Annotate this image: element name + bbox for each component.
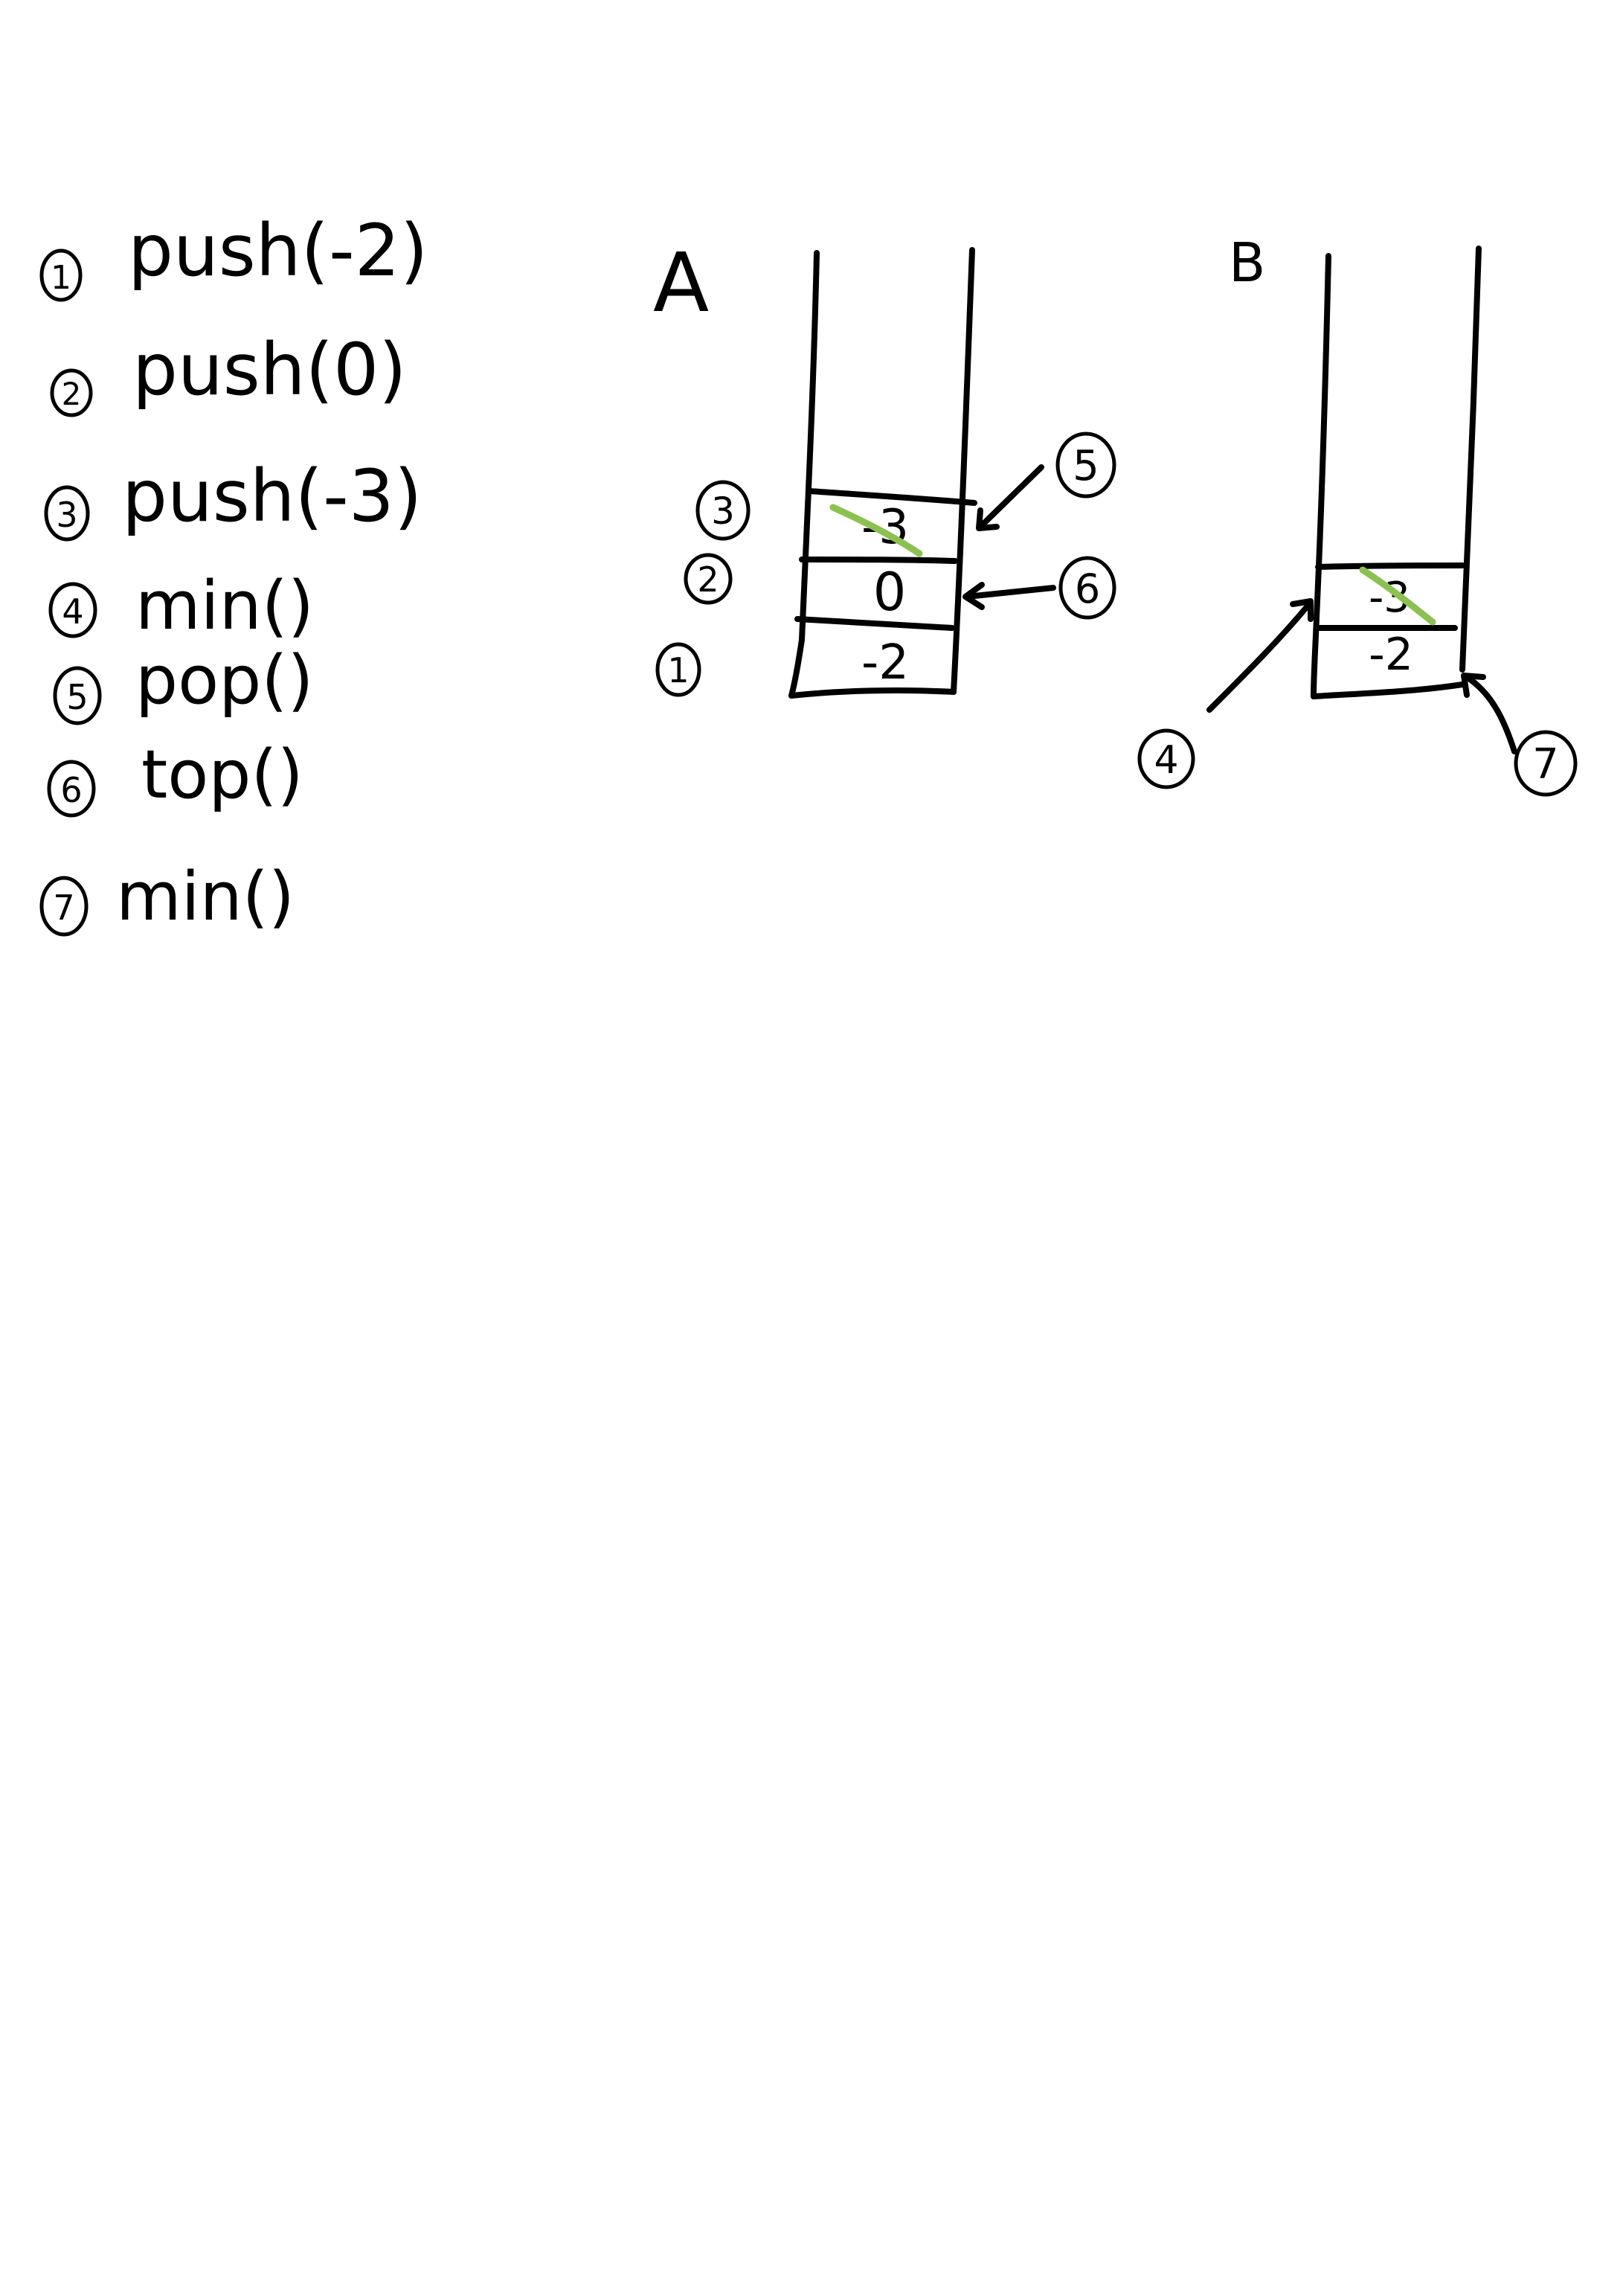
stack-a-label: A xyxy=(653,235,709,330)
operation-text-4: min() xyxy=(135,567,314,645)
stack-a-strike-mark xyxy=(829,504,923,557)
svg-text:2: 2 xyxy=(697,559,719,600)
operation-number-7: 7 xyxy=(53,888,74,928)
stack-b-arrow-7-head xyxy=(1461,673,1486,698)
operation-item-7: 7 min() xyxy=(39,858,295,937)
operation-item-5: 5 pop() xyxy=(53,641,314,725)
operation-text-2: push(0) xyxy=(132,328,407,411)
operation-number-4: 4 xyxy=(62,591,83,632)
operation-text-1: push(-2) xyxy=(128,209,428,292)
stack-a-divider-top xyxy=(806,488,977,506)
operation-number-5: 5 xyxy=(66,677,88,717)
stack-b-strike-mark xyxy=(1359,566,1436,626)
stack-a-side-number-1: 1 xyxy=(655,642,701,697)
stack-b-cell-2: -2 xyxy=(1369,629,1413,681)
operation-text-3: push(-3) xyxy=(122,455,422,538)
stack-a-side-number-2: 2 xyxy=(684,553,733,605)
stack-a-side-number-3: 3 xyxy=(695,480,751,541)
operation-item-2: 2 push(0) xyxy=(50,328,407,417)
stack-a-divider-1 xyxy=(799,557,958,564)
stack-b-label: B xyxy=(1229,231,1265,294)
stack-b-arrow-7-line xyxy=(1464,674,1517,754)
operation-item-1: 1 push(-2) xyxy=(39,209,428,302)
stack-a-arrow-6-line xyxy=(964,585,1056,600)
stack-b-arrow-7: 7 xyxy=(1461,673,1578,797)
operation-text-7: min() xyxy=(116,858,295,936)
operation-text-6: top() xyxy=(141,736,303,814)
stack-b-arrow-4-label: 4 xyxy=(1154,738,1178,783)
stack-a-right-wall xyxy=(951,247,975,695)
stack-a-arrow-5: 5 xyxy=(976,432,1116,531)
stack-b-right-wall xyxy=(1459,246,1482,673)
stack-a-arrow-5-head xyxy=(976,507,1000,531)
stack-b-left-wall xyxy=(1311,253,1331,699)
stack-a-bottom xyxy=(788,687,957,699)
stack-a: A -3 0 -2 3 2 1 5 xyxy=(653,235,1116,699)
svg-text:3: 3 xyxy=(711,490,735,533)
stack-a-left-wall xyxy=(788,250,820,699)
operation-number-6: 6 xyxy=(60,770,82,810)
stack-b-arrow-4: 4 xyxy=(1137,598,1314,789)
stack-a-divider-2 xyxy=(794,616,955,631)
stack-b-bottom xyxy=(1311,682,1465,699)
stack-a-arrow-6-head xyxy=(962,582,985,610)
operation-number-2: 2 xyxy=(62,376,82,412)
stack-b-arrow-7-label: 7 xyxy=(1532,740,1559,789)
stack-b-divider-top xyxy=(1315,562,1465,570)
stack-b-arrow-4-head xyxy=(1290,598,1314,622)
operation-number-3: 3 xyxy=(56,495,77,535)
operation-item-3: 3 push(-3) xyxy=(44,455,422,542)
stack-b: B -3 -2 4 7 xyxy=(1137,231,1578,797)
svg-text:1: 1 xyxy=(667,650,689,690)
operation-item-4: 4 min() xyxy=(48,567,314,645)
stack-a-cell-3: -2 xyxy=(861,635,909,690)
operation-list: 1 push(-2) 2 push(0) 3 push(-3) 4 min() … xyxy=(39,209,428,937)
operation-item-6: 6 top() xyxy=(47,736,303,818)
stack-a-arrow-6-label: 6 xyxy=(1075,565,1100,612)
stack-a-arrow-6: 6 xyxy=(962,556,1116,620)
operation-text-5: pop() xyxy=(135,641,314,719)
stack-a-cell-2: 0 xyxy=(873,562,907,623)
operation-number-1: 1 xyxy=(51,259,71,297)
stack-b-arrow-4-line xyxy=(1206,601,1312,713)
stack-a-arrow-5-line xyxy=(977,464,1044,530)
stack-a-arrow-5-label: 5 xyxy=(1073,442,1099,490)
